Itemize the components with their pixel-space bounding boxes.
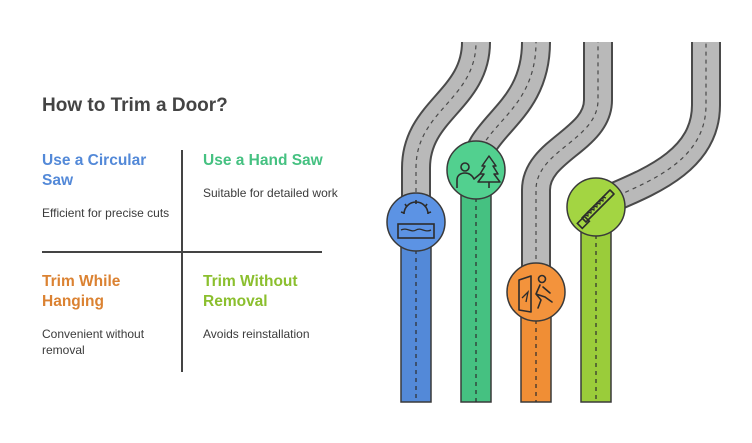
method-description: Suitable for detailed work <box>203 186 338 200</box>
method-hand-saw: Use a Hand Saw Suitable for detailed wor… <box>203 151 338 201</box>
circular-saw-icon <box>386 192 446 252</box>
method-title: Trim Without Removal <box>203 273 298 310</box>
method-trim-without-removal: Trim Without Removal Avoids reinstallati… <box>203 272 338 342</box>
quadrant-divider-horizontal <box>42 251 322 253</box>
method-title: Use a Hand Saw <box>203 152 323 169</box>
hand-saw-tree-icon <box>446 140 506 200</box>
green-road <box>460 169 492 403</box>
hand-saw-icon <box>566 177 626 237</box>
diagram-title: How to Trim a Door? <box>42 95 228 116</box>
lime-road <box>580 206 612 403</box>
method-title: Use a Circular Saw <box>42 152 147 189</box>
quadrant-divider-vertical <box>181 150 183 372</box>
method-description: Efficient for precise cuts <box>42 206 170 220</box>
method-circular-saw: Use a Circular Saw Efficient for precise… <box>42 151 177 221</box>
method-title: Trim While Hanging <box>42 273 121 310</box>
method-trim-while-hanging: Trim While Hanging Convenient without re… <box>42 272 177 358</box>
door-worker-icon <box>506 262 566 322</box>
method-description: Convenient without removal <box>42 327 145 357</box>
method-description: Avoids reinstallation <box>203 327 310 341</box>
